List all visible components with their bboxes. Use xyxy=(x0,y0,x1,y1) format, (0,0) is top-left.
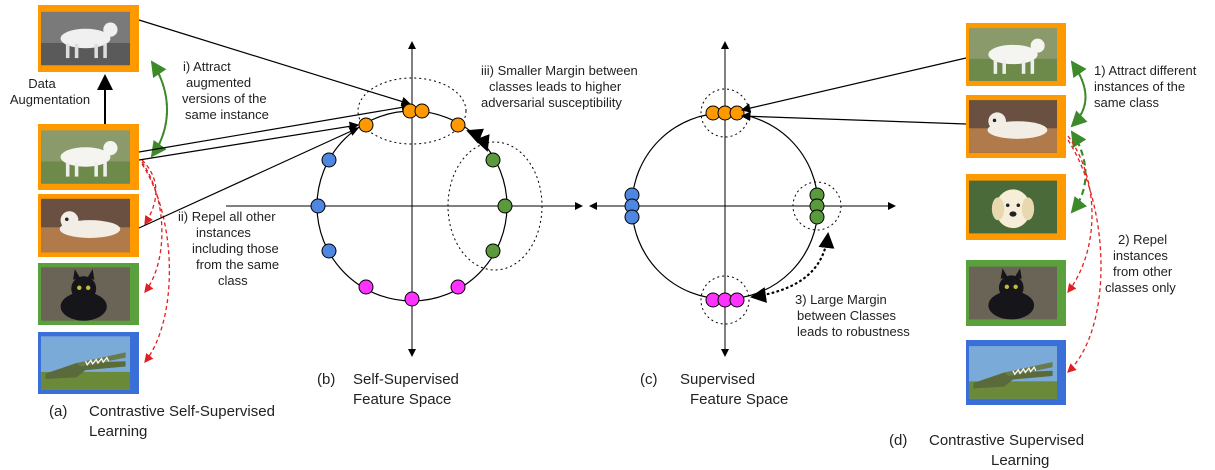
attract-text-right: 1) Attract different xyxy=(1094,63,1197,78)
cat-image xyxy=(38,263,139,325)
svg-text:including those: including those xyxy=(192,241,279,256)
svg-text:Feature Space: Feature Space xyxy=(353,391,451,408)
svg-text:augmented: augmented xyxy=(186,75,251,90)
large-margin-text: 3) Large Margin xyxy=(795,292,887,307)
crocodile-image xyxy=(38,332,139,394)
repel-arrows-right xyxy=(1067,135,1102,373)
feature-point xyxy=(321,152,337,168)
right-connectors xyxy=(740,57,967,125)
repel-text: ii) Repel all other xyxy=(178,209,276,224)
feature-point xyxy=(310,198,326,214)
black-cat-image xyxy=(966,260,1066,326)
large-margin-arrow xyxy=(751,232,835,298)
caption-a-letter: (a) xyxy=(49,403,67,420)
feature-point xyxy=(450,117,466,133)
svg-text:adversarial susceptibility: adversarial susceptibility xyxy=(481,95,622,110)
svg-text:between Classes: between Classes xyxy=(797,308,896,323)
svg-text:from the same: from the same xyxy=(196,257,279,272)
caption-a: Contrastive Self-Supervised xyxy=(89,403,275,420)
supervised-feature-space: 3) Large Margin between Classes leads to… xyxy=(589,41,910,408)
dog-lying-image-right xyxy=(966,95,1066,158)
feature-point xyxy=(624,209,640,225)
svg-text:same instance: same instance xyxy=(185,107,269,122)
crocodile-image-right xyxy=(966,340,1066,405)
svg-text:Learning: Learning xyxy=(991,452,1049,469)
feature-point xyxy=(358,279,374,295)
caption-b: Self-Supervised xyxy=(353,371,459,388)
feature-point xyxy=(485,243,501,259)
svg-text:instances: instances xyxy=(1113,248,1168,263)
svg-text:classes leads to higher: classes leads to higher xyxy=(489,79,622,94)
data-augmentation-label: Data xyxy=(28,76,56,91)
attract-arrow-right xyxy=(1070,61,1088,128)
svg-text:class: class xyxy=(218,273,248,288)
left-connectors xyxy=(138,19,412,229)
small-margin-arrow xyxy=(467,130,490,152)
svg-text:Feature Space: Feature Space xyxy=(690,391,788,408)
repel-text-right: 2) Repel xyxy=(1118,232,1167,247)
feature-point xyxy=(497,198,513,214)
anchor-dog-image xyxy=(38,124,139,190)
svg-text:leads to robustness: leads to robustness xyxy=(797,324,910,339)
feature-point xyxy=(485,152,501,168)
caption-c-letter: (c) xyxy=(640,371,658,388)
feature-point xyxy=(450,279,466,295)
feature-point xyxy=(321,243,337,259)
cluster-outline xyxy=(357,77,467,145)
self-supervised-feature-space: iii) Smaller Margin between classes lead… xyxy=(226,41,638,408)
augmented-dog-image xyxy=(38,5,139,72)
svg-text:Learning: Learning xyxy=(89,423,147,440)
attract-text: i) Attract xyxy=(183,59,231,74)
feature-point xyxy=(729,105,745,121)
svg-text:from other: from other xyxy=(1113,264,1173,279)
feature-point xyxy=(809,209,825,225)
small-margin-text: iii) Smaller Margin between xyxy=(481,63,638,78)
svg-text:same class: same class xyxy=(1094,95,1160,110)
right-panel: 1) Attract different instances of the sa… xyxy=(889,23,1197,469)
left-panel: Data Augmentation i) Attract augmented v… xyxy=(10,5,279,440)
svg-text:classes only: classes only xyxy=(1105,280,1176,295)
svg-text:versions of the: versions of the xyxy=(182,91,267,106)
dog-lying-image xyxy=(38,194,139,257)
caption-d: Contrastive Supervised xyxy=(929,432,1084,449)
svg-text:instances: instances xyxy=(196,225,251,240)
golden-dog-image xyxy=(966,174,1066,240)
feature-point xyxy=(414,103,430,119)
caption-b-letter: (b) xyxy=(317,371,335,388)
white-dog-image xyxy=(966,23,1066,86)
repel-arrows xyxy=(141,159,170,364)
caption-c: Supervised xyxy=(680,371,755,388)
feature-point xyxy=(358,117,374,133)
feature-point xyxy=(404,291,420,307)
svg-text:instances of the: instances of the xyxy=(1094,79,1185,94)
caption-d-letter: (d) xyxy=(889,432,907,449)
feature-point xyxy=(729,292,745,308)
svg-text:Augmentation: Augmentation xyxy=(10,92,90,107)
